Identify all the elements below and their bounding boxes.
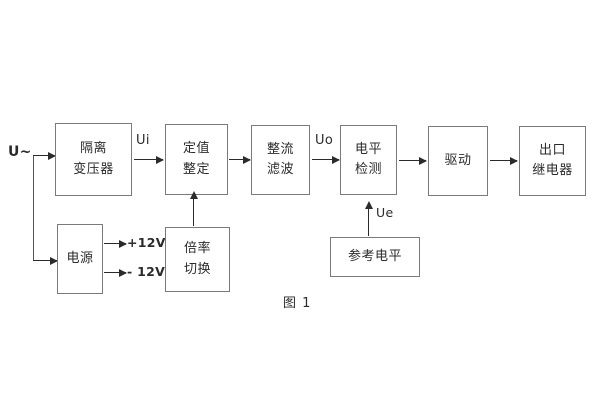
block-power-supply[interactable]: 电源: [57, 224, 103, 294]
block-isolation-transformer-line-2: 变压器: [73, 161, 114, 177]
arrow-source-to-isolation-transformer: [33, 151, 56, 160]
block-isolation-transformer[interactable]: 隔离 变压器: [55, 123, 132, 196]
arrow-source-to-power-supply: [33, 256, 58, 265]
block-level-detect-line-2: 检测: [354, 162, 382, 177]
rail-label-negative-12v: - 12V: [127, 264, 166, 279]
block-rectify-filter-line-2: 滤波: [266, 162, 294, 177]
block-rectify-filter-line-1: 整流: [266, 141, 294, 157]
arrow-rectify-filter-to-level-detect: [312, 155, 340, 164]
block-driver[interactable]: 驱动: [428, 126, 488, 196]
signal-label-ue: Ue: [376, 205, 394, 220]
source-bus-vertical: [33, 155, 34, 260]
block-reference-level-line-1: 参考电平: [347, 248, 402, 264]
block-driver-line-1: 驱动: [444, 152, 472, 168]
block-setting-value-line-2: 整定: [182, 161, 210, 177]
block-reference-level[interactable]: 参考电平: [330, 237, 420, 277]
block-rectify-filter[interactable]: 整流 滤波: [251, 125, 310, 195]
block-multiplier-switch-line-1: 倍率: [183, 241, 211, 257]
signal-label-uo: Uo: [315, 133, 334, 148]
source-voltage-label: U~: [8, 144, 32, 160]
arrow-setting-value-to-rectify-filter: [229, 155, 251, 164]
signal-label-ui: Ui: [136, 133, 150, 148]
rail-label-positive-12v: +12V: [127, 235, 166, 250]
arrow-level-detect-to-driver: [399, 156, 427, 165]
block-isolation-transformer-line-1: 隔离: [79, 141, 107, 157]
block-level-detect[interactable]: 电平 检测: [340, 125, 397, 195]
arrow-reference-level-to-level-detect: [364, 201, 373, 236]
block-output-relay-line-1: 出口: [538, 142, 566, 158]
block-output-relay-line-2: 继电器: [532, 163, 573, 178]
arrow-power-supply-negative-rail: [104, 268, 127, 277]
block-multiplier-switch[interactable]: 倍率 切换: [165, 227, 230, 292]
block-level-detect-line-1: 电平: [354, 141, 382, 157]
block-multiplier-switch-line-2: 切换: [183, 261, 211, 277]
arrow-multiplier-switch-to-setting-value: [189, 191, 198, 226]
block-output-relay[interactable]: 出口 继电器: [519, 126, 586, 196]
block-power-supply-line-1: 电源: [66, 250, 94, 266]
figure-caption: 图 1: [283, 296, 312, 311]
arrow-driver-to-output-relay: [490, 156, 518, 165]
arrow-isolation-transformer-to-setting-value: [134, 155, 164, 164]
block-setting-value[interactable]: 定值 整定: [165, 124, 228, 195]
block-setting-value-line-1: 定值: [182, 141, 210, 157]
arrow-power-supply-positive-rail: [104, 239, 127, 248]
